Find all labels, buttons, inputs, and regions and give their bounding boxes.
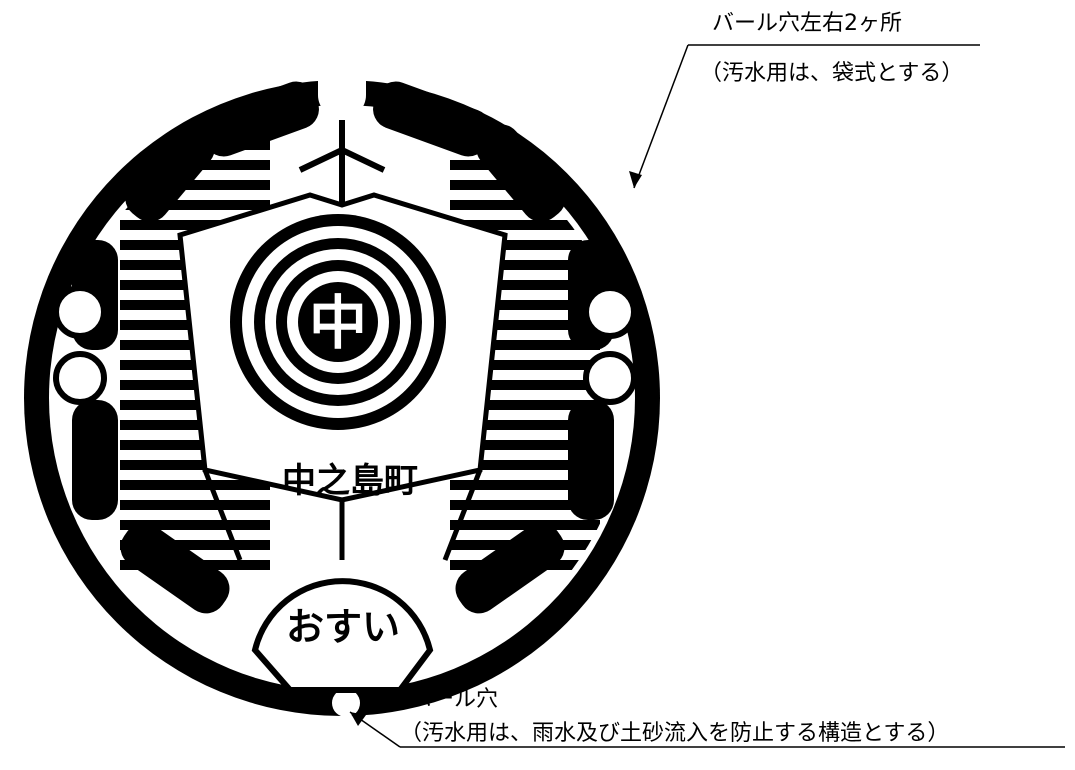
- lotus-root-garland: [53, 81, 637, 614]
- arrow-head-icon: [629, 171, 642, 188]
- lotus-slice-icon: [583, 351, 637, 405]
- lotus-slice-icon: [53, 351, 107, 405]
- annotations: バール穴左右2ヶ所 （汚水用は、袋式とする） バール穴 （汚水用は、雨水及び土砂…: [400, 11, 963, 746]
- pry-hole-right: [616, 184, 644, 212]
- lotus-slice-icon: [53, 285, 107, 339]
- pry-hole-bottom: [332, 689, 360, 717]
- town-name: 中之島町: [282, 461, 418, 501]
- pry-hole-top: [318, 80, 366, 119]
- town-emblem: 中: [230, 214, 446, 430]
- side-holes-note: （汚水用は、袋式とする）: [700, 61, 963, 86]
- arrow-head-icon: [350, 712, 366, 726]
- usage-plate: おすい: [251, 578, 434, 693]
- lotus-slice-icon: [583, 285, 637, 339]
- emblem-character: 中: [309, 289, 367, 357]
- bottom-hole-note: （汚水用は、雨水及び土砂流入を防止する構造とする）: [400, 721, 949, 746]
- pry-hole-left: [16, 191, 44, 219]
- side-holes-title: バール穴左右2ヶ所: [712, 11, 902, 36]
- bottom-hole-title: バール穴: [410, 687, 498, 712]
- usage-label: おすい: [286, 605, 400, 649]
- annotation-leaders: [349, 44, 1065, 748]
- pry-holes: [16, 80, 644, 717]
